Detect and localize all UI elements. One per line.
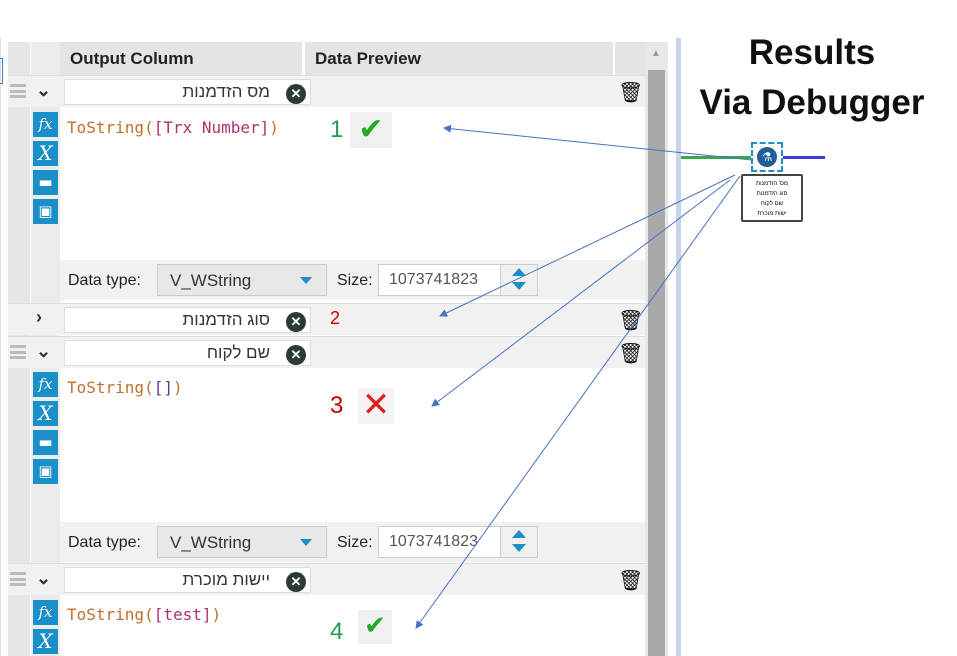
edge-marker [0,58,3,84]
canvas-border [676,38,681,656]
data-type-select[interactable]: V_WString [157,264,327,296]
clear-icon[interactable]: ✕ [286,345,306,365]
column-name-input[interactable]: מס הזדמנות [64,79,311,105]
chevron-down-icon[interactable]: ⌄ [36,341,52,361]
function-icon[interactable]: fx [33,372,58,397]
scrollbar-thumb[interactable] [648,70,665,656]
variable-icon[interactable]: X [33,629,58,654]
data-type-label: Data type: [68,534,141,551]
marker-1: 1 [330,116,344,143]
annotation-line-1: Results [748,33,876,72]
data-type-row-1: Data type: V_WString Size: 1073741823 [60,260,645,300]
drag-handle-icon[interactable] [10,572,26,586]
tooltip-line: שם לקוח [760,201,784,207]
arrow-3 [431,179,731,407]
size-label: Size: [337,534,373,551]
check-icon: ✔ [358,610,392,644]
cross-icon: ✕ [358,388,394,424]
size-label: Size: [337,272,373,289]
trash-icon[interactable]: 🗑 [618,570,644,592]
marker-3: 3 [330,392,344,419]
header-data-preview[interactable]: Data Preview [305,42,613,75]
arrow-1 [443,124,753,161]
header-spacer [615,42,645,75]
clear-icon[interactable]: ✕ [286,312,306,332]
clear-icon[interactable]: ✕ [286,572,306,592]
size-spinner[interactable] [500,526,538,558]
function-icon[interactable]: fx [33,600,58,625]
marker-2: 2 [330,308,341,328]
open-folder-icon[interactable]: ▬ [33,170,58,195]
chevron-down-icon[interactable]: ⌄ [36,568,52,588]
column-name-input[interactable]: יישות מוכרת [64,567,311,593]
check-icon: ✔ [350,112,392,148]
size-spinner[interactable] [500,264,538,296]
drag-handle-icon[interactable] [10,84,26,98]
chevron-down-icon[interactable]: ⌄ [36,80,52,100]
save-icon[interactable]: ▣ [33,459,58,484]
function-icon[interactable]: fx [33,112,58,137]
arrow-4 [415,175,741,629]
expression-editor-4[interactable]: ToString([test]) [60,597,645,656]
connection-out [783,156,825,159]
variable-icon[interactable]: X [33,141,58,166]
scroll-up-icon[interactable]: ▲ [651,48,661,59]
annotation-line-2: Via Debugger [699,83,925,122]
trash-icon[interactable]: 🗑 [618,310,644,332]
header-output-column[interactable]: Output Column [60,42,302,75]
tool-annotation-box: מס' הזדמנות סוג הזדמנות שם לקוח ישות מוכ… [741,174,803,222]
column-row-3[interactable]: ⌄ שם לקוח ✕ 🗑 [8,336,645,368]
column-row-4[interactable]: ⌄ יישות מוכרת ✕ 🗑 [8,563,645,595]
trash-icon[interactable]: 🗑 [618,343,644,365]
expression-editor-3[interactable]: ToString([]) [60,370,645,522]
marker-4: 4 [330,618,344,645]
tooltip-line: ישות מוכרת [757,211,787,217]
data-type-row-3: Data type: V_WString Size: 1073741823 [60,522,645,562]
connection-in [681,156,753,159]
drag-handle-icon[interactable] [10,345,26,359]
data-type-label: Data type: [68,272,141,289]
column-row-1[interactable]: ⌄ מס הזדמנות ✕ 🗑 [8,75,645,107]
save-icon[interactable]: ▣ [33,199,58,224]
clear-icon[interactable]: ✕ [286,84,306,104]
data-type-select[interactable]: V_WString [157,526,327,558]
tooltip-line: סוג הזדמנות [756,191,788,197]
variable-icon[interactable]: X [33,401,58,426]
arrow-2 [439,174,736,317]
formula-tool-icon: ⚗ [757,147,777,167]
open-folder-icon[interactable]: ▬ [33,430,58,455]
column-name-input[interactable]: סוג הזדמנות [64,307,311,333]
column-row-2[interactable]: › סוג הזדמנות ✕ 2 🗑 [8,303,645,335]
trash-icon[interactable]: 🗑 [618,82,644,104]
chevron-right-icon[interactable]: › [36,307,42,327]
tooltip-line: מס' הזדמנות [755,181,789,187]
formula-tool-node[interactable]: ⚗ [751,142,783,172]
column-name-input[interactable]: שם לקוח [64,340,311,366]
